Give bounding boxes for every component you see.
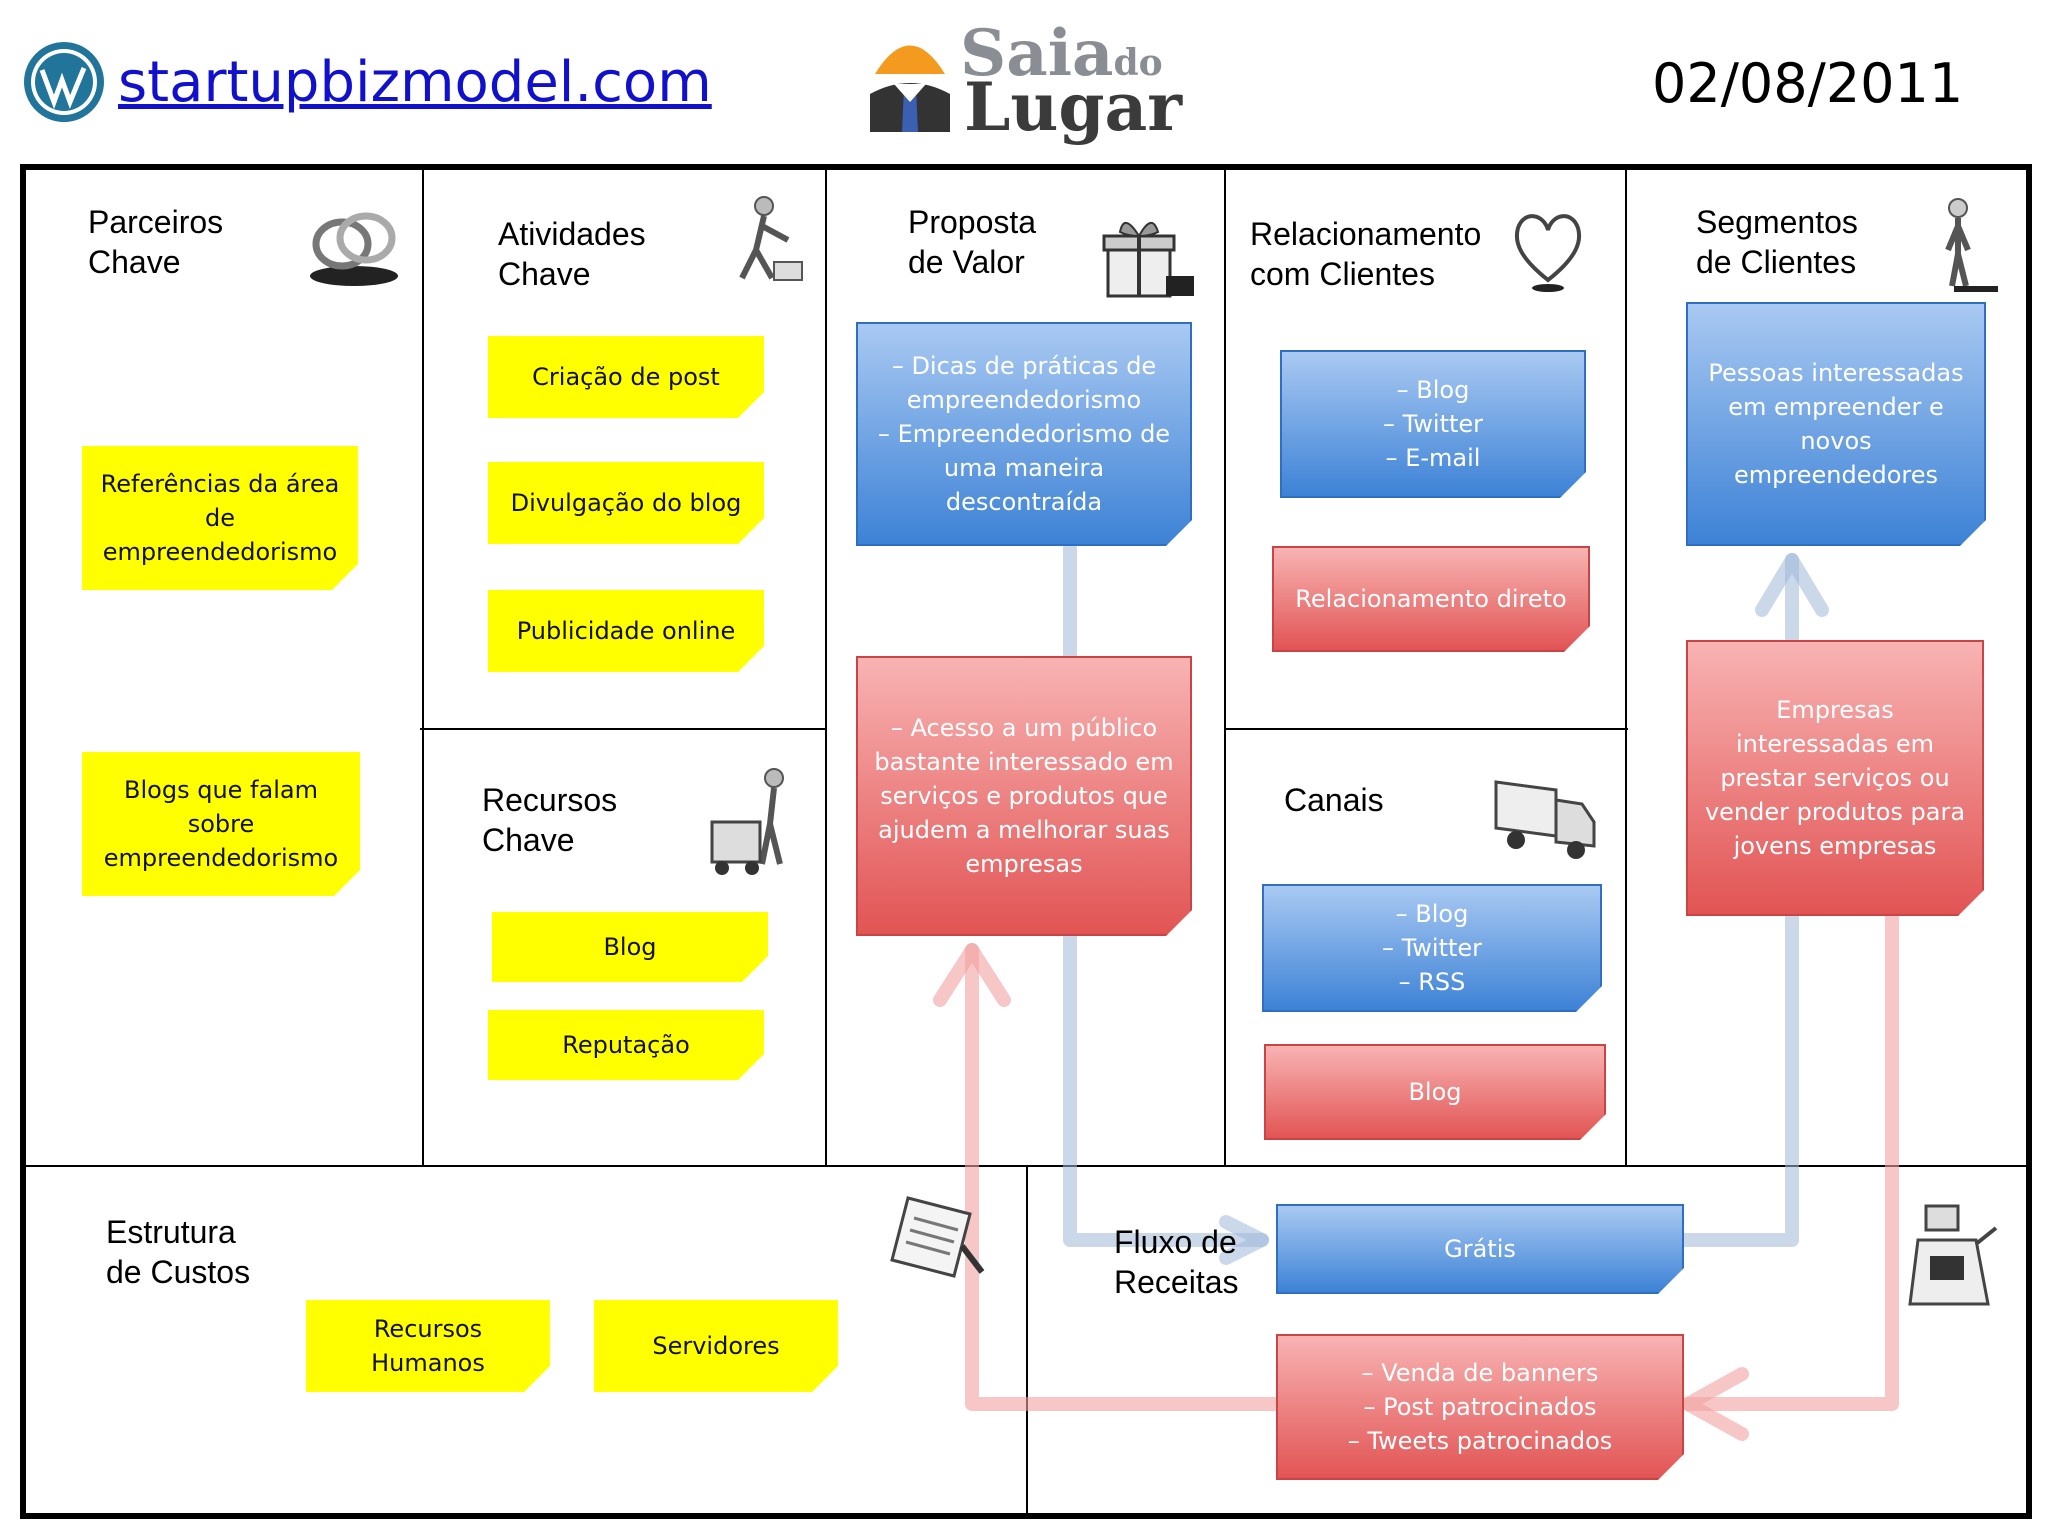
note-atividades-2: Divulgação do blog: [488, 462, 764, 544]
receipt-icon: [878, 1190, 990, 1284]
logo-text-top: Saia: [960, 16, 1114, 91]
block-title-canais: Canais: [1284, 782, 1384, 818]
note-receitas-blue: Grátis: [1276, 1204, 1684, 1294]
logo-text-bottom: Lugar: [964, 68, 1183, 146]
note-parceiros-1: Referências da área de empreendedorismo: [82, 446, 358, 590]
rings-icon: [300, 196, 408, 292]
note-atividades-1: Criação de post: [488, 336, 764, 418]
note-canais-red: Blog: [1264, 1044, 1606, 1140]
block-title-atividades: Atividades Chave: [498, 216, 646, 292]
divider: [420, 728, 827, 730]
logo-worker-icon: [870, 45, 950, 132]
divider: [422, 170, 424, 1166]
site-link[interactable]: startupbizmodel.com: [118, 50, 712, 115]
note-parceiros-2: Blogs que falam sobre empreendedorismo: [82, 752, 360, 896]
divider: [1224, 728, 1628, 730]
note-custos-2: Servidores: [594, 1300, 838, 1392]
divider: [1625, 170, 1627, 1166]
note-segmentos-red: Empresas interessadas em prestar serviço…: [1686, 640, 1984, 916]
note-relacionamento-red: Relacionamento direto: [1272, 546, 1590, 652]
note-receitas-red-item-2: Post patrocinados: [1348, 1390, 1613, 1424]
note-segmentos-blue: Pessoas interessadas em empreender e nov…: [1686, 302, 1986, 546]
divider: [825, 170, 827, 1166]
block-title-parceiros: Parceiros Chave: [88, 204, 224, 280]
canvas-frame: [20, 164, 2032, 1519]
person-icon: [1928, 194, 2004, 296]
note-atividades-3: Publicidade online: [488, 590, 764, 672]
note-proposta-red-item-1: Acesso a um público bastante interessado…: [872, 711, 1176, 881]
note-custos-1: Recursos Humanos: [306, 1300, 550, 1392]
note-recursos-1: Blog: [492, 912, 768, 982]
date: 02/08/2011: [1652, 52, 1964, 115]
note-proposta-blue-item-1: Dicas de práticas de empreendedorismo: [872, 349, 1176, 417]
note-relacionamento-blue: Blog Twitter E-mail: [1280, 350, 1586, 498]
block-title-proposta: Proposta de Valor: [908, 204, 1037, 280]
note-relacionamento-blue-item-2: Twitter: [1383, 407, 1483, 441]
divider: [1224, 170, 1226, 1166]
note-canais-blue-item-3: RSS: [1382, 965, 1482, 999]
block-title-custos: Estrutura de Custos: [106, 1214, 251, 1290]
divider: [26, 1165, 2026, 1167]
note-relacionamento-blue-item-3: E-mail: [1383, 441, 1483, 475]
note-receitas-red: Venda de banners Post patrocinados Tweet…: [1276, 1334, 1684, 1480]
divider: [1026, 1166, 1028, 1513]
forklift-icon: [706, 764, 806, 882]
note-proposta-red: Acesso a um público bastante interessado…: [856, 656, 1192, 936]
note-recursos-2: Reputação: [488, 1010, 764, 1080]
note-proposta-blue: Dicas de práticas de empreendedorismo Em…: [856, 322, 1192, 546]
note-canais-blue-item-2: Twitter: [1382, 931, 1482, 965]
block-title-receitas: Fluxo de Receitas: [1114, 1224, 1239, 1300]
note-proposta-blue-item-2: Empreendedorismo de uma maneira descontr…: [872, 417, 1176, 519]
note-receitas-red-item-3: Tweets patrocinados: [1348, 1424, 1613, 1458]
block-title-relacionamento: Relacionamento com Clientes: [1250, 216, 1482, 292]
worker-icon: [722, 192, 806, 288]
wordpress-icon: [22, 40, 106, 124]
heart-icon: [1510, 206, 1586, 296]
logo: Saiado Lugar: [860, 22, 1200, 142]
note-receitas-red-item-1: Venda de banners: [1348, 1356, 1613, 1390]
note-canais-blue-item-1: Blog: [1382, 897, 1482, 931]
cash-register-icon: [1906, 1200, 2002, 1318]
block-title-recursos: Recursos Chave: [482, 782, 618, 858]
note-canais-blue: Blog Twitter RSS: [1262, 884, 1602, 1012]
logo-text-small: do: [1113, 42, 1163, 84]
note-relacionamento-blue-item-1: Blog: [1383, 373, 1483, 407]
truck-icon: [1490, 770, 1600, 866]
block-title-segmentos: Segmentos de Clientes: [1696, 204, 1858, 280]
gift-icon: [1098, 206, 1198, 306]
